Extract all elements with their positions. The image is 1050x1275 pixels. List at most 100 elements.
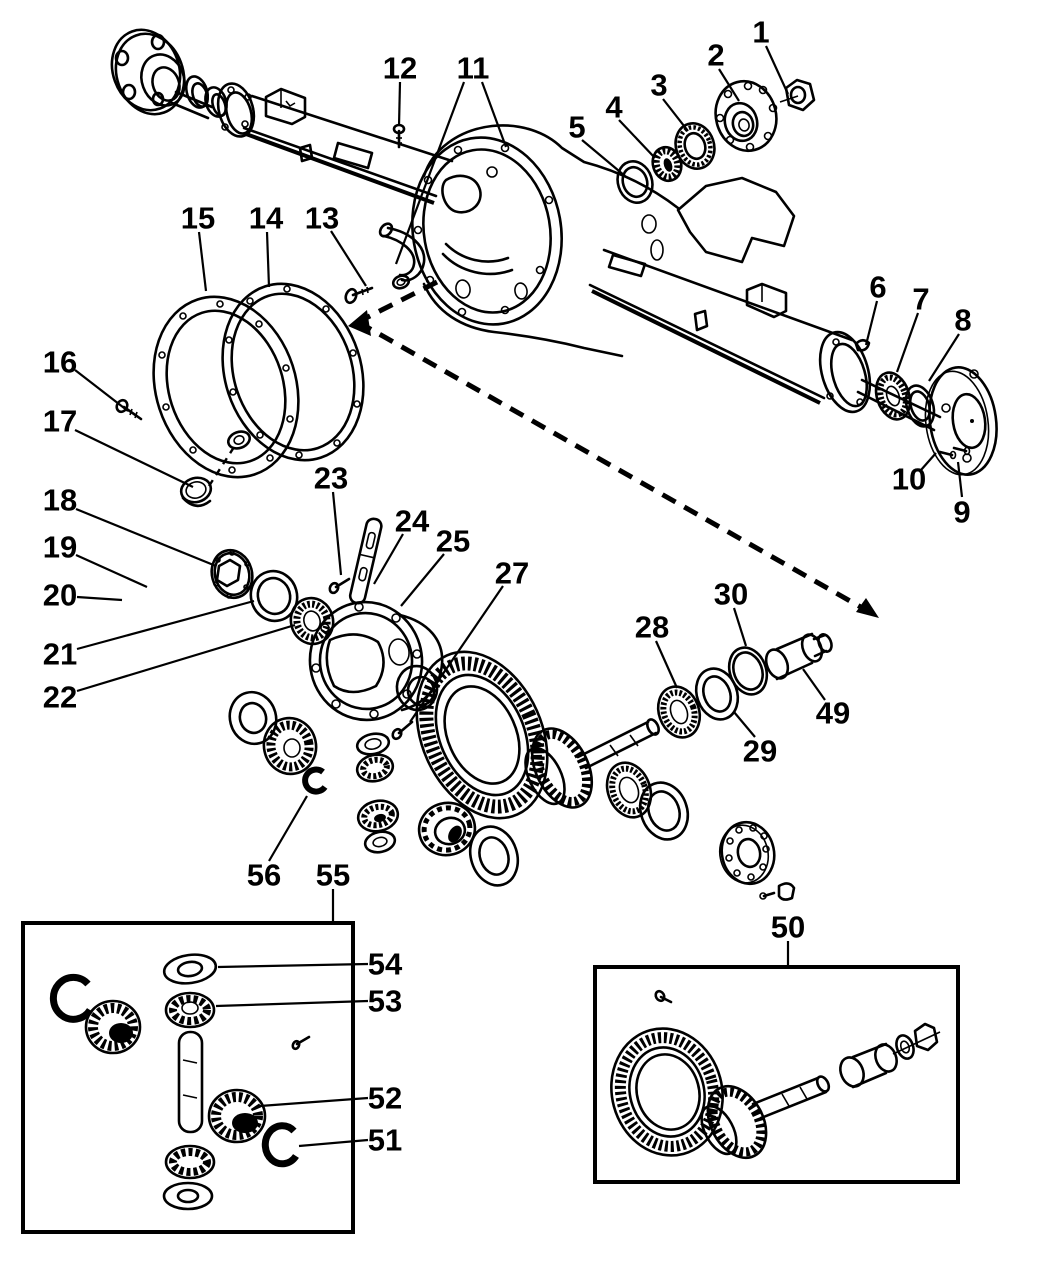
pinion-rear-bearing-part	[656, 685, 702, 739]
callout-label: 21	[43, 637, 77, 672]
leader-line	[76, 623, 296, 693]
differential-housing	[411, 124, 796, 358]
callout-20-lock-screw: 20	[43, 578, 123, 613]
callout-label: 1	[752, 15, 769, 50]
bearing-adjuster-part	[210, 548, 254, 600]
callout-56-axle-c-clip: 56	[247, 795, 308, 893]
callout-label: 14	[249, 201, 284, 236]
callout-9-wheel-studs: 9	[953, 461, 971, 530]
callout-label: 2	[707, 38, 724, 73]
axle-end-right	[856, 366, 998, 476]
callout-49-collapsible-spacer: 49	[802, 668, 850, 731]
pinion-shim-part	[727, 646, 769, 696]
pinion-yoke-flange-part	[714, 80, 778, 152]
callout-label: 15	[181, 201, 215, 236]
collapsible-spacer-part	[764, 632, 833, 681]
callout-24-pinion-mate-shaft: 24	[373, 504, 430, 585]
inset-boxes-layer	[21, 921, 960, 1234]
install-direction-arrow	[356, 319, 868, 613]
callout-22-differential-bearing: 22	[43, 623, 296, 715]
callout-label: 3	[650, 68, 667, 103]
leader-line	[217, 962, 369, 969]
leader-line	[197, 231, 208, 292]
shaft-lock-bolt-part	[391, 720, 414, 741]
callout-30-pinion-shim: 30	[714, 577, 748, 647]
leader-line	[215, 999, 369, 1008]
leader-line	[956, 461, 964, 498]
leader-line	[298, 1138, 369, 1148]
leader-line	[409, 585, 504, 723]
callout-label: 18	[43, 483, 77, 518]
leader-line	[480, 81, 508, 148]
callout-label: 19	[43, 530, 77, 565]
callout-label: 4	[605, 90, 623, 125]
callout-label: 54	[368, 947, 403, 982]
pinion-front-bearing-part	[651, 145, 683, 183]
axle-retainer-clip-part	[854, 338, 871, 352]
leader-line	[765, 45, 789, 95]
callout-13-vent-tube-bolt: 13	[305, 201, 367, 287]
callout-label: 5	[568, 110, 585, 145]
callout-53-pinion-gear: 53	[215, 984, 402, 1019]
leader-line	[654, 640, 679, 689]
axle-c-clip-part	[302, 766, 328, 795]
callout-label: 16	[43, 345, 77, 380]
leader-line	[733, 711, 756, 738]
dashed-arrows-layer	[207, 279, 879, 618]
callout-11-axle-housing: 11	[394, 51, 508, 265]
leader-line	[864, 300, 879, 346]
callout-29-pinion-bearing-cup: 29	[733, 711, 777, 769]
callout-label: 52	[368, 1081, 402, 1116]
leader-line	[581, 139, 626, 177]
callout-label: 13	[305, 201, 339, 236]
pinion-nut-part	[779, 78, 816, 112]
ring-gear-part	[415, 650, 549, 820]
callout-label: 30	[714, 577, 748, 612]
callout-label: 56	[247, 858, 281, 893]
axle-tube-right	[588, 248, 872, 414]
ring-and-pinion-box	[593, 965, 960, 1184]
vent-bolt	[344, 286, 374, 305]
callout-23-carrier-bolt: 23	[314, 461, 348, 576]
leader-line	[331, 491, 343, 576]
slinger-washer-part	[616, 160, 654, 204]
callout-18-bearing-adjuster: 18	[43, 483, 217, 568]
leader-line	[400, 553, 445, 607]
cover-gasket-part	[221, 282, 365, 462]
callout-54-gear-thrust-washer: 54	[217, 947, 403, 982]
callout-51-thrust-washer: 51	[298, 1123, 402, 1158]
differential-gear-kit-box	[21, 921, 355, 1234]
callout-label: 22	[43, 680, 77, 715]
callout-55-differential-gear-kit-inset: 55	[316, 858, 350, 921]
leader-line	[732, 607, 748, 647]
install-direction-arrow-head	[348, 310, 371, 336]
install-direction-arrow-head	[856, 598, 879, 618]
leader-line	[75, 507, 217, 568]
callout-10-hub-flange: 10	[892, 452, 937, 497]
callout-label: 17	[43, 404, 77, 439]
callout-8-axle-shaft-seal: 8	[928, 303, 972, 382]
sensor-keeper-part	[759, 882, 796, 901]
callout-15-differential-cover: 15	[181, 201, 215, 292]
callout-50-ring-and-pinion-set-inset: 50	[771, 910, 805, 965]
fill-plug-location-line	[207, 443, 238, 487]
callout-label: 49	[816, 696, 850, 731]
leader-line	[76, 595, 123, 602]
leader-line	[802, 668, 826, 701]
callout-14-cover-gasket: 14	[249, 201, 284, 288]
callout-3-pinion-seal: 3	[650, 68, 689, 132]
pinion-inner-bearing-part	[605, 761, 690, 841]
callout-label: 51	[368, 1123, 402, 1158]
callout-21-bearing-cup: 21	[43, 599, 255, 672]
leader-line	[75, 553, 148, 589]
callout-label: 24	[395, 504, 430, 539]
callout-5-slinger-washer: 5	[568, 110, 626, 177]
axle-tube-left	[242, 87, 454, 205]
differential-cover-part	[152, 295, 300, 479]
carrier-bolt-part	[328, 577, 351, 595]
leader-line	[76, 599, 255, 651]
callout-6-axle-retainer-clip: 6	[864, 270, 887, 346]
callout-1-pinion-nut: 1	[752, 15, 789, 95]
leader-line	[74, 369, 129, 412]
